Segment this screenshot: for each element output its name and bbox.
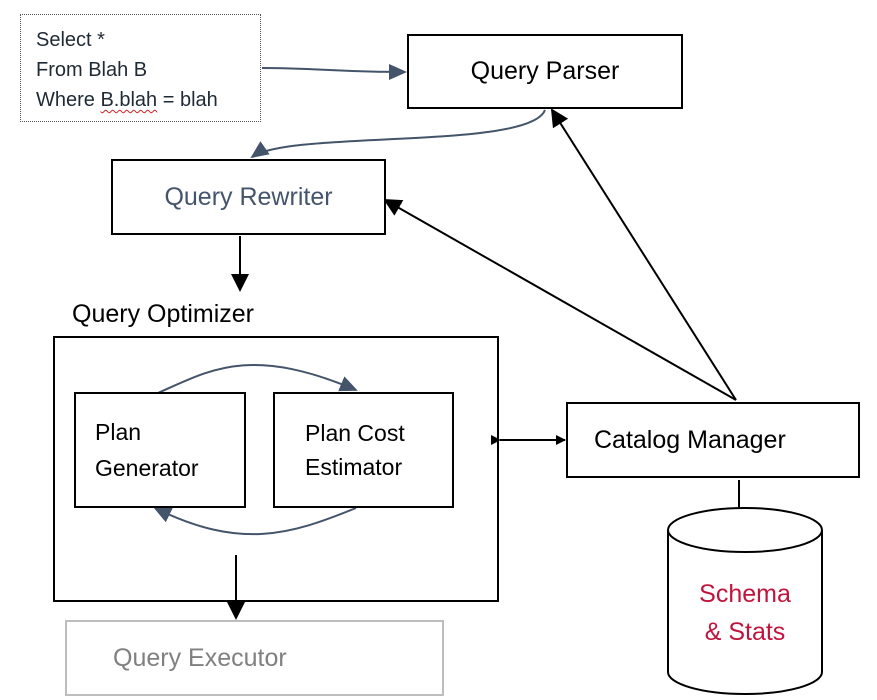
query-optimizer-box bbox=[53, 336, 499, 602]
query-rewriter-box: Query Rewriter bbox=[111, 159, 386, 235]
sql-query-note: Select * From Blah B Where B.blah = blah bbox=[20, 14, 261, 122]
edge-parser-to-rewriter bbox=[250, 109, 546, 159]
schema-stats-line1: Schema bbox=[699, 580, 791, 608]
plan-cost-estimator-box: Plan Cost Estimator bbox=[273, 392, 454, 508]
query-executor-label: Query Executor bbox=[113, 643, 287, 672]
schema-stats-line2: & Stats bbox=[704, 618, 786, 646]
plan-generator-box: Plan Generator bbox=[74, 392, 246, 508]
catalog-manager-label: Catalog Manager bbox=[594, 425, 786, 454]
edge-generator-to-estimator bbox=[157, 363, 358, 394]
schema-stats-cylinder bbox=[667, 507, 823, 695]
sql-line-where: Where B.blah = blah bbox=[36, 85, 260, 115]
catalog-manager-box: Catalog Manager bbox=[566, 402, 860, 478]
sql-line-from: From Blah B bbox=[36, 59, 148, 81]
plan-cost-label-line2: Estimator bbox=[305, 454, 403, 480]
edge-estimator-to-generator bbox=[153, 507, 357, 536]
edge-catalog-to-rewriter bbox=[383, 199, 737, 401]
schema-stats-label: Schema & Stats bbox=[668, 575, 822, 651]
plan-generator-label-line1: Plan bbox=[95, 419, 142, 445]
query-parser-label: Query Parser bbox=[470, 57, 620, 85]
query-optimizer-title: Query Optimizer bbox=[72, 300, 254, 328]
sql-where-prefix: Where bbox=[36, 89, 101, 111]
query-executor-box: Query Executor bbox=[65, 620, 444, 696]
sql-where-suffix: = blah bbox=[157, 89, 218, 111]
edge-catalog-to-parser bbox=[550, 108, 737, 401]
edge-sql-to-parser bbox=[261, 63, 407, 80]
query-parser-box: Query Parser bbox=[407, 34, 683, 109]
query-rewriter-label: Query Rewriter bbox=[164, 182, 333, 211]
sql-where-field: B.blah bbox=[100, 89, 158, 111]
sql-line-select: Select * bbox=[36, 29, 105, 51]
plan-generator-label-line2: Generator bbox=[95, 455, 199, 481]
plan-cost-label-line1: Plan Cost bbox=[305, 420, 405, 446]
